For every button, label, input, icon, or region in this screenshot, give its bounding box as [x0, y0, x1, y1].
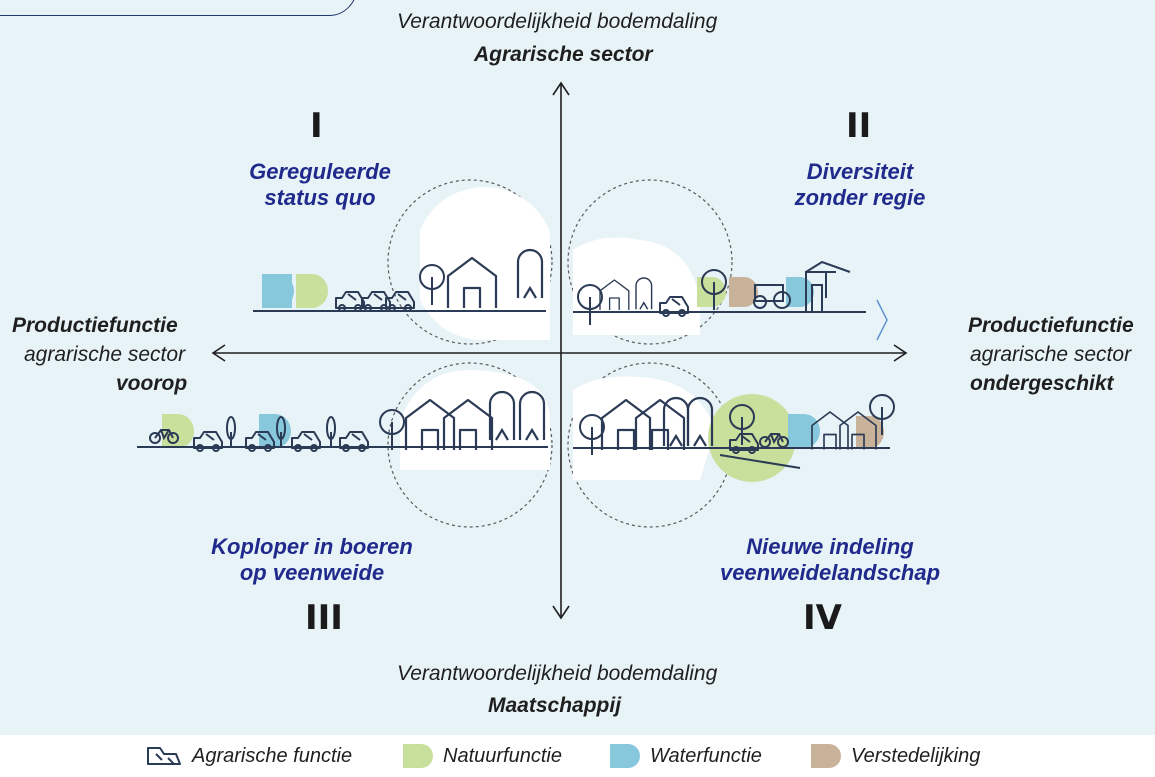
quadrant-I-title-line1: Gereguleerde: [249, 159, 391, 184]
quadrant-IV-title-line1: Nieuwe indeling: [746, 534, 914, 559]
farm-machine-icon: [147, 747, 181, 765]
quadrant-III-title: Koploper in boeren op veenweide: [182, 534, 442, 586]
legend-label-water: Waterfunctie: [650, 744, 762, 767]
quadrant-I-title: Gereguleerde status quo: [190, 159, 450, 211]
arrow-down-icon: [552, 605, 570, 620]
diagram-canvas: Verantwoordelijkheid bodemdaling Agraris…: [0, 0, 1155, 735]
quadrant-II-numeral: II: [846, 106, 872, 146]
quadrant-IV-scene: [567, 362, 895, 528]
left-axis-label-line1: Productiefunctie: [12, 314, 178, 337]
quadrant-II-title-line1: Diversiteit: [806, 159, 914, 184]
right-axis-label-line3: ondergeschikt: [970, 372, 1114, 395]
quadrant-II-title: Diversiteit zonder regie: [730, 159, 990, 211]
legend-label-natuur: Natuurfunctie: [443, 744, 562, 767]
quadrant-III-scene: [137, 362, 553, 528]
quadrant-III-title-line1: Koploper in boeren: [211, 534, 413, 559]
verstedelijking-swatch: [811, 744, 841, 768]
legend-item-water: Waterfunctie: [610, 744, 762, 768]
bottom-axis-label-line1: Verantwoordelijkheid bodemdaling: [397, 662, 718, 685]
arrow-up-icon: [552, 81, 570, 96]
quadrant-III-numeral: III: [305, 598, 343, 638]
diagram-graphics: [137, 81, 908, 620]
legend-item-verstedelijking: Verstedelijking: [811, 744, 980, 768]
top-axis-label-line2: Agrarische sector: [474, 43, 653, 66]
arrow-left-icon: [211, 344, 226, 362]
quadrant-III-title-line2: op veenweide: [239, 560, 385, 585]
natuur-swatch: [403, 744, 433, 768]
water-swatch: [610, 744, 640, 768]
legend: Agrarische functie Natuurfunctie Waterfu…: [0, 735, 1155, 777]
quadrant-IV-title: Nieuwe indeling veenweidelandschap: [700, 534, 960, 586]
left-axis-label-line2: agrarische sector: [24, 343, 186, 366]
arrow-right-icon: [893, 344, 908, 362]
quadrant-I-numeral: I: [310, 106, 323, 146]
legend-label-agrarisch: Agrarische functie: [192, 744, 353, 767]
quadrant-IV-title-line2: veenweidelandschap: [719, 560, 941, 585]
quadrant-II-title-line2: zonder regie: [794, 185, 926, 210]
right-axis-label-line1: Productiefunctie: [968, 314, 1134, 337]
quadrant-I-scene: [253, 179, 553, 345]
top-axis-label-line1: Verantwoordelijkheid bodemdaling: [397, 10, 718, 33]
legend-label-verstedelijking: Verstedelijking: [851, 744, 981, 767]
quadrant-IV-numeral: IV: [803, 598, 842, 638]
legend-item-natuur: Natuurfunctie: [403, 744, 562, 768]
axes: [211, 81, 908, 620]
legend-item-agrarisch: Agrarische functie: [146, 744, 352, 768]
right-axis-label-line2: agrarische sector: [970, 343, 1132, 366]
quadrant-II-scene: [567, 179, 888, 345]
bottom-axis-label-line2: Maatschappij: [488, 694, 622, 717]
left-axis-label-line3: voorop: [116, 372, 188, 395]
quadrant-I-title-line2: status quo: [264, 185, 376, 210]
